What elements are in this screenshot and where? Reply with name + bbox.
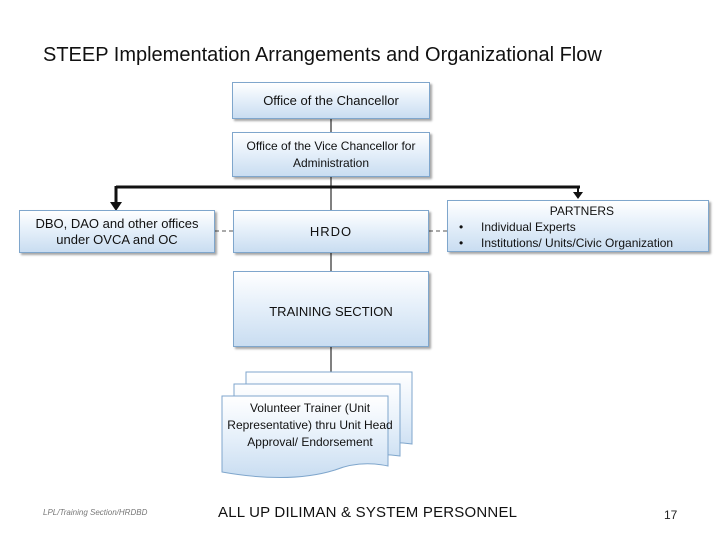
page-number: 17 bbox=[664, 508, 678, 522]
partners-list: •Individual Experts •Institutions/ Units… bbox=[448, 219, 708, 251]
node-vice-chancellor: Office of the Vice Chancellor for Admini… bbox=[232, 132, 430, 177]
footer-audience: ALL UP DILIMAN & SYSTEM PERSONNEL bbox=[218, 504, 518, 521]
node-hrdo: HRDO bbox=[233, 210, 429, 253]
node-dbo: DBO, DAO and other offices under OVCA an… bbox=[19, 210, 215, 253]
footer-source: LPL/Training Section/HRDBD bbox=[43, 508, 148, 517]
partners-item: •Individual Experts bbox=[459, 220, 576, 234]
node-partners: PARTNERS •Individual Experts •Institutio… bbox=[447, 200, 709, 252]
node-volunteer-trainer: Volunteer Trainer (Unit Representative) … bbox=[227, 401, 393, 449]
page-title: STEEP Implementation Arrangements and Or… bbox=[43, 44, 602, 66]
arrow-left-head bbox=[110, 202, 122, 211]
arrow-right-head bbox=[573, 192, 583, 199]
document-front bbox=[221, 395, 389, 479]
node-training-section: TRAINING SECTION bbox=[233, 271, 429, 347]
node-chancellor: Office of the Chancellor bbox=[232, 82, 430, 119]
partners-item: •Institutions/ Units/Civic Organization bbox=[459, 236, 674, 250]
partners-item-label: Institutions/ Units/Civic Organization bbox=[481, 236, 674, 250]
partners-item-label: Individual Experts bbox=[481, 220, 576, 234]
partners-title: PARTNERS bbox=[549, 204, 614, 218]
